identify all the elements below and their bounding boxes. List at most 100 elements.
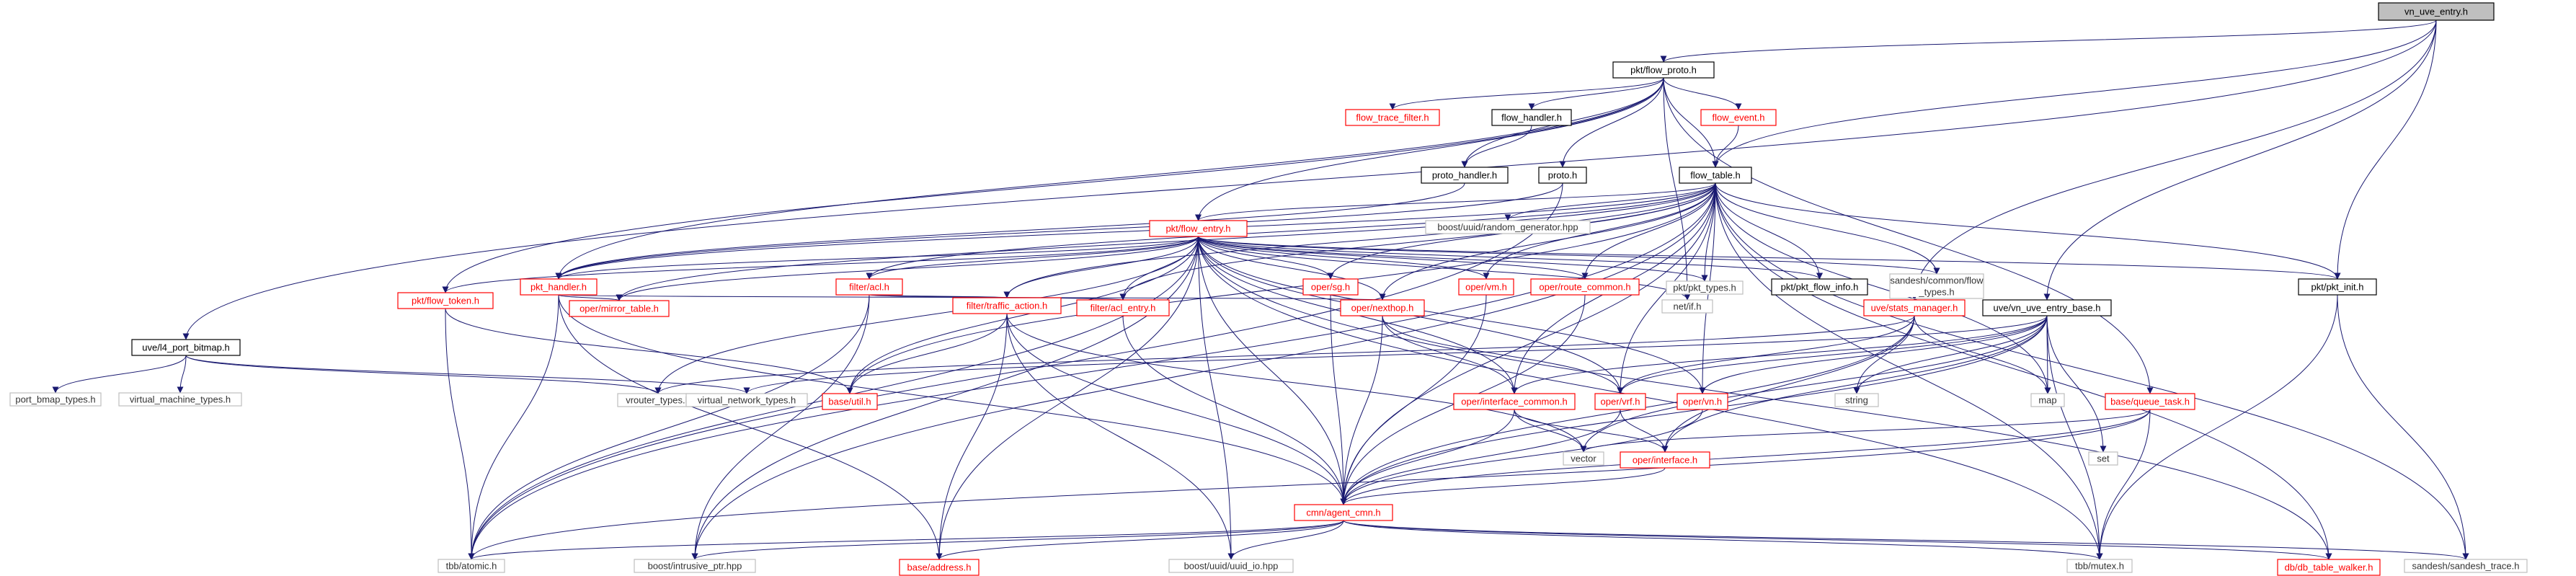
node-pkt-handler: pkt_handler.h [520,278,598,296]
node-box [1425,220,1591,234]
node-box [2088,451,2118,466]
edge-uve_base-to-oper_vn [1699,315,2048,394]
node-label: pkt_handler.h [530,282,587,293]
edge-flow_entry-to-uuid_io [1198,236,1235,560]
node-port-bitmap[interactable]: uve/l4_port_bitmap.h [131,339,241,356]
edge-port_bitmap-to-vm_types [177,355,187,394]
edge-agent_cmn-to-base_address [936,520,1344,560]
node-label: filter/acl_entry.h [1091,303,1156,314]
node-acl-entry: filter/acl_entry.h [1076,299,1170,316]
node-label: filter/acl.h [849,282,889,293]
node-box [1563,451,1604,466]
node-box [520,278,598,296]
edge-oper_vrf-to-oper_interface [1620,409,1669,453]
edge-flow_entry-to-net_if [1198,236,1691,301]
node-box [1594,393,1646,410]
edge-flow_proto-to-queue_task [1663,77,2154,394]
node-string: string [1834,393,1879,407]
edge-traffic_action-to-uuid_io [1006,313,1235,560]
edge-flow_table-to-pkt_handler [555,182,1716,280]
node-label: pkt/pkt_flow_info.h [1781,282,1859,293]
node-box [2378,2,2495,21]
node-box [1340,299,1425,316]
node-box [1302,278,1359,296]
node-label: proto.h [1548,170,1577,181]
edge-pkt_handler-to-base_address [558,294,943,560]
node-box [1345,109,1440,126]
node-proto[interactable]: proto.h [1538,167,1587,184]
node-flow-handler[interactable]: flow_handler.h [1491,109,1572,126]
node-label: set [2097,453,2110,464]
node-label: oper/vm.h [1465,282,1507,293]
edge-uve_base-to-set [2046,315,2107,453]
edge-oper_vn-to-agent_cmn [1340,409,1703,505]
edge-uve_base-to-interface_common [1511,315,2048,394]
edge-interface_common-to-vector [1514,409,1587,453]
edge-traffic_action-to-base_address [936,313,1008,560]
node-label: flow_trace_filter.h [1356,112,1429,123]
node-label: filter/traffic_action.h [967,301,1047,311]
edge-flow_table-to-pkt_init [1715,182,2341,280]
edge-flow_entry-to-tbb_mutex [1198,236,2103,560]
node-label: uve/vn_uve_entry_base.h [1994,303,2101,314]
node-box [1612,61,1715,79]
dependency-nodes: vn_uve_entry.h pkt/flow_proto.h uve/l4_por… [9,2,2528,576]
node-box [1700,109,1777,126]
node-label: sandesh/common/flow [1890,275,1984,286]
node-label: oper/route_common.h [1539,282,1630,293]
node-box [1982,299,2112,316]
node-box [835,278,903,296]
edge-queue_task-to-vector [1580,409,2151,453]
edge-uve_base-to-tbb_mutex [2046,315,2103,560]
node-pkt-flow-token: pkt/flow_token.h [397,292,494,309]
edge-oper_vrf-to-agent_cmn [1340,409,1621,505]
edge-flow_entry-to-table_walker [1198,236,2332,560]
edge-uve_base-to-vector [1580,315,2048,453]
node-label: base/address.h [907,562,972,573]
node-sandesh-trace: sandesh/sandesh_trace.h [2404,559,2528,573]
node-label: base/queue_task.h [2110,396,2190,407]
edge-flow_proto-to-flow_entry [1195,77,1664,221]
node-base-util: base/util.h [822,393,878,410]
edge-pkt_handler-to-agent_cmn [558,294,1347,505]
node-proto-handler[interactable]: proto_handler.h [1421,167,1509,184]
node-oper-route-common: oper/route_common.h [1530,278,1640,296]
node-box [1168,559,1294,573]
node-pkt-init[interactable]: pkt/pkt_init.h [2298,278,2377,296]
node-box [1679,167,1752,184]
edge-uve_base-to-oper_vrf [1617,315,2048,394]
node-flow-event: flow_event.h [1700,109,1777,126]
node-uve-base[interactable]: uve/vn_uve_entry_base.h [1982,299,2112,316]
edge-flow_table-to-random_gen [1504,182,1716,221]
node-box [1661,299,1713,314]
node-label: map [2038,395,2056,406]
node-box [1076,299,1170,316]
node-oper-vm: oper/vm.h [1458,278,1514,296]
edge-flow_proto-to-pkt_handler [555,77,1664,280]
node-pkt-flow-info[interactable]: pkt/pkt_flow_info.h [1771,278,1868,296]
node-label: port_bmap_types.h [15,394,95,405]
node-flow-proto[interactable]: pkt/flow_proto.h [1612,61,1715,79]
edge-acl_entry-to-agent_cmn [1122,315,1347,505]
node-label: flow_event.h [1713,112,1765,123]
edge-proto-to-tbb_atomic [468,182,1563,560]
node-box [822,393,878,410]
node-vector: vector [1563,451,1604,466]
node-box [952,297,1062,314]
edge-pkt_init-to-tbb_mutex [2096,294,2338,560]
edge-oper_interface-to-agent_cmn [1340,467,1666,505]
node-box [2277,559,2381,576]
edge-root-to-flow_table [1712,19,2437,168]
node-flow-trace-filter: flow_trace_filter.h [1345,109,1440,126]
node-box [1890,284,1984,297]
node-flow-table[interactable]: flow_table.h [1679,167,1752,184]
node-box [1453,393,1576,410]
edge-flow_proto-to-flow_handler [1528,77,1664,110]
edge-flow_proto-to-proto [1559,77,1664,168]
edge-stats_manager-to-oper_interface [1661,315,1915,453]
node-box [2404,559,2528,573]
edge-flow_table-to-map [1715,182,2051,394]
edge-agent_cmn-to-tbb_atomic [468,520,1344,560]
node-root[interactable]: vn_uve_entry.h [2378,2,2495,21]
node-vm-types: virtual_machine_types.h [118,392,242,407]
